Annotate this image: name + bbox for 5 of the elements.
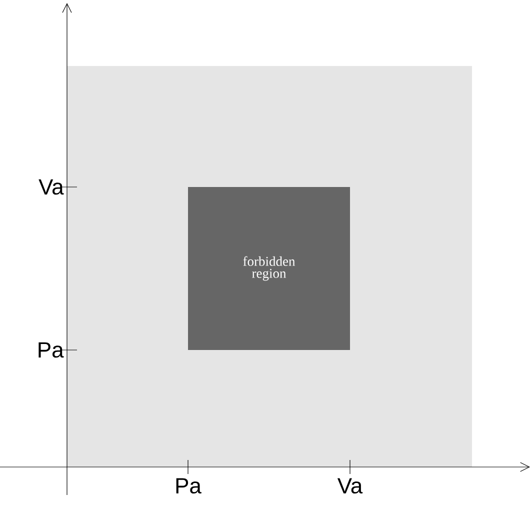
axis-label: Va [337,478,363,494]
axis-label: Pa [38,342,64,358]
axis-label: Pa [176,478,202,494]
region-box: forbidden region [188,187,350,350]
axis-label: Va [38,179,64,195]
